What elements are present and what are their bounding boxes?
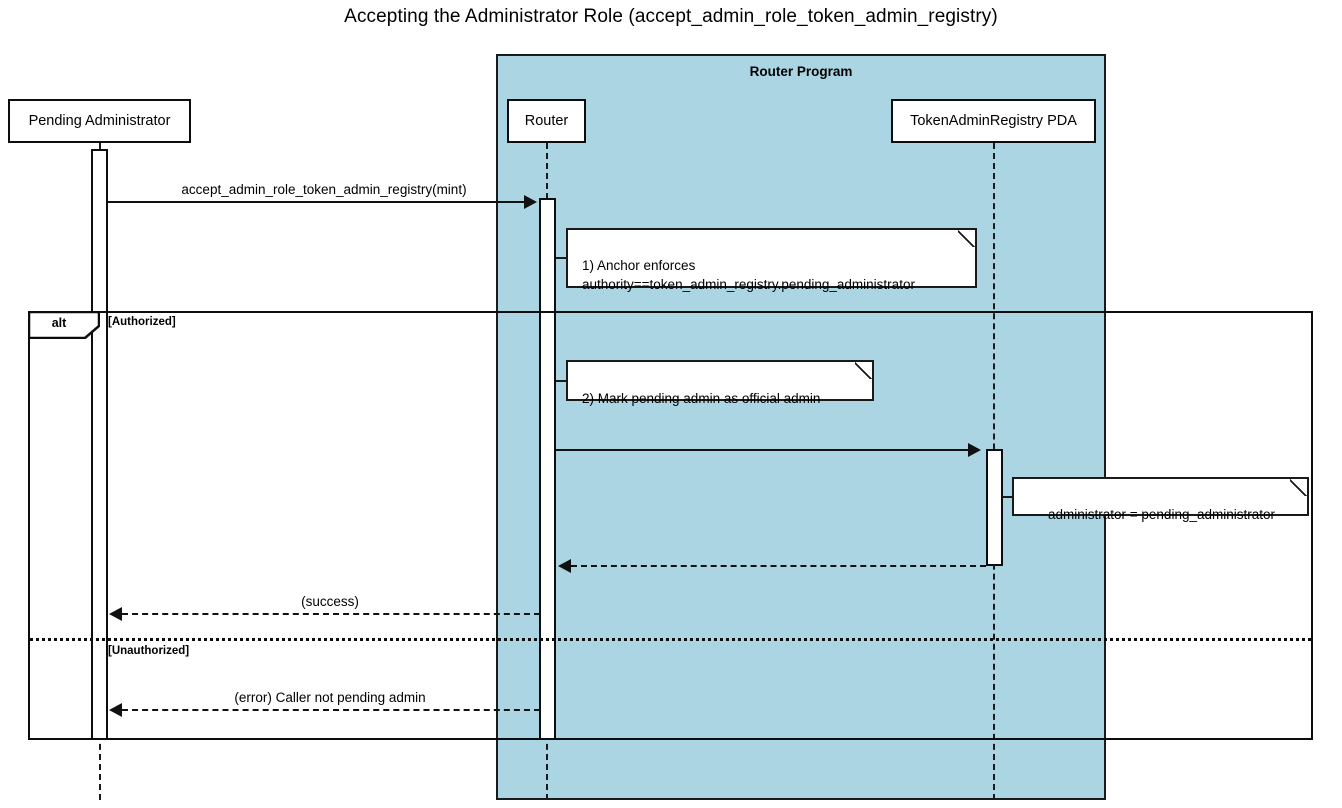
note-connector-mark-pending-admin [556, 380, 568, 382]
message-arrowhead-pda-to-router [558, 559, 571, 573]
message-label-error: (error) Caller not pending admin [234, 690, 426, 705]
participant-token-admin-registry-pda[interactable]: TokenAdminRegistry PDA [891, 99, 1096, 143]
message-line-router-to-pda [556, 449, 970, 451]
participant-router[interactable]: Router [507, 99, 586, 143]
note-text-anchor-enforces: 1) Anchor enforces authority==token_admi… [582, 258, 915, 292]
message-arrowhead-accept-admin-role [524, 195, 537, 209]
message-line-error [122, 709, 540, 711]
note-connector-administrator-assign [1003, 496, 1014, 498]
participant-label-pending-administrator: Pending Administrator [28, 113, 171, 129]
fragment-operator-tab [28, 311, 100, 339]
group-box-label: Router Program [749, 64, 853, 79]
message-label-accept-admin-role: accept_admin_role_token_admin_registry(m… [181, 182, 467, 197]
fragment-operator-label: alt [51, 316, 67, 330]
note-fold-corner-icon [855, 362, 872, 379]
message-label-success: (success) [301, 594, 359, 609]
note-text-mark-pending-admin: 2) Mark pending admin as official admin [582, 391, 821, 406]
group-box-router-program [496, 54, 1106, 800]
message-arrowhead-router-to-pda [968, 443, 981, 457]
note-fold-corner-icon [958, 230, 975, 247]
note-mark-pending-admin: 2) Mark pending admin as official admin [566, 360, 874, 406]
message-arrowhead-success [109, 607, 122, 621]
fragment-guard-unauthorized: [Unauthorized] [108, 645, 190, 657]
note-anchor-enforces: 1) Anchor enforces authority==token_admi… [566, 228, 977, 292]
fragment-guard-authorized: [Authorized] [108, 316, 176, 328]
fragment-divider [30, 638, 1311, 641]
message-line-accept-admin-role [108, 201, 526, 203]
participant-label-token-admin-registry-pda: TokenAdminRegistry PDA [910, 113, 1077, 129]
note-connector-anchor-enforces [556, 257, 568, 259]
note-fold-corner-icon [1290, 479, 1307, 496]
note-text-administrator-assign: administrator = pending_administrator [1048, 507, 1275, 522]
participant-pending-administrator[interactable]: Pending Administrator [8, 99, 191, 143]
combined-fragment-alt [28, 311, 1313, 740]
note-administrator-assign: administrator = pending_administrator [1012, 477, 1309, 522]
activation-token-admin-registry-pda [986, 449, 1003, 566]
message-line-pda-to-router [571, 565, 986, 567]
message-line-success [122, 613, 540, 615]
participant-label-router: Router [524, 113, 569, 129]
page-title: Accepting the Administrator Role (accept… [344, 6, 998, 27]
message-arrowhead-error [109, 703, 122, 717]
